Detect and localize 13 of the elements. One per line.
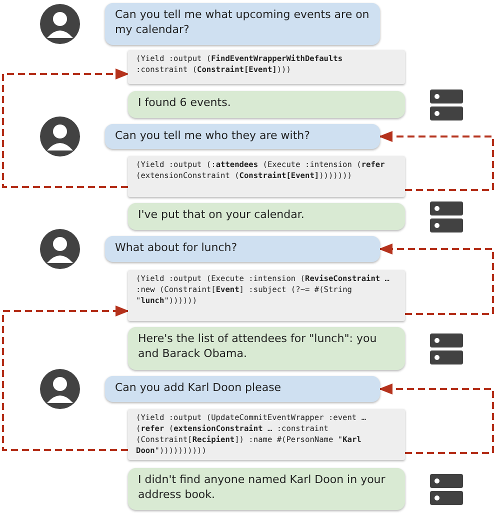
reply-speech-bubble: I didn't find anyone named Karl Doon in your address book. — [128, 468, 405, 510]
user-speech-bubble: Can you tell me what upcoming events are on my calendar? — [105, 3, 380, 45]
user-speech-bubble: Can you tell me who they are with? — [105, 124, 380, 149]
arrow — [2, 305, 130, 451]
user-speech-bubble: What about for lunch? — [105, 236, 380, 262]
reply-speech-bubble: I've put that on your calendar. — [128, 203, 405, 230]
reply-speech-bubble: I found 6 events. — [128, 91, 405, 118]
arrow — [378, 243, 494, 315]
user-speech-bubble: Can you add Karl Doon please — [105, 376, 380, 402]
arrow — [378, 383, 494, 454]
reply-speech-bubble: Here's the list of attendees for "lunch": you and Barack Obama. — [128, 327, 405, 370]
arrow — [2, 68, 130, 188]
arrow — [378, 130, 494, 191]
